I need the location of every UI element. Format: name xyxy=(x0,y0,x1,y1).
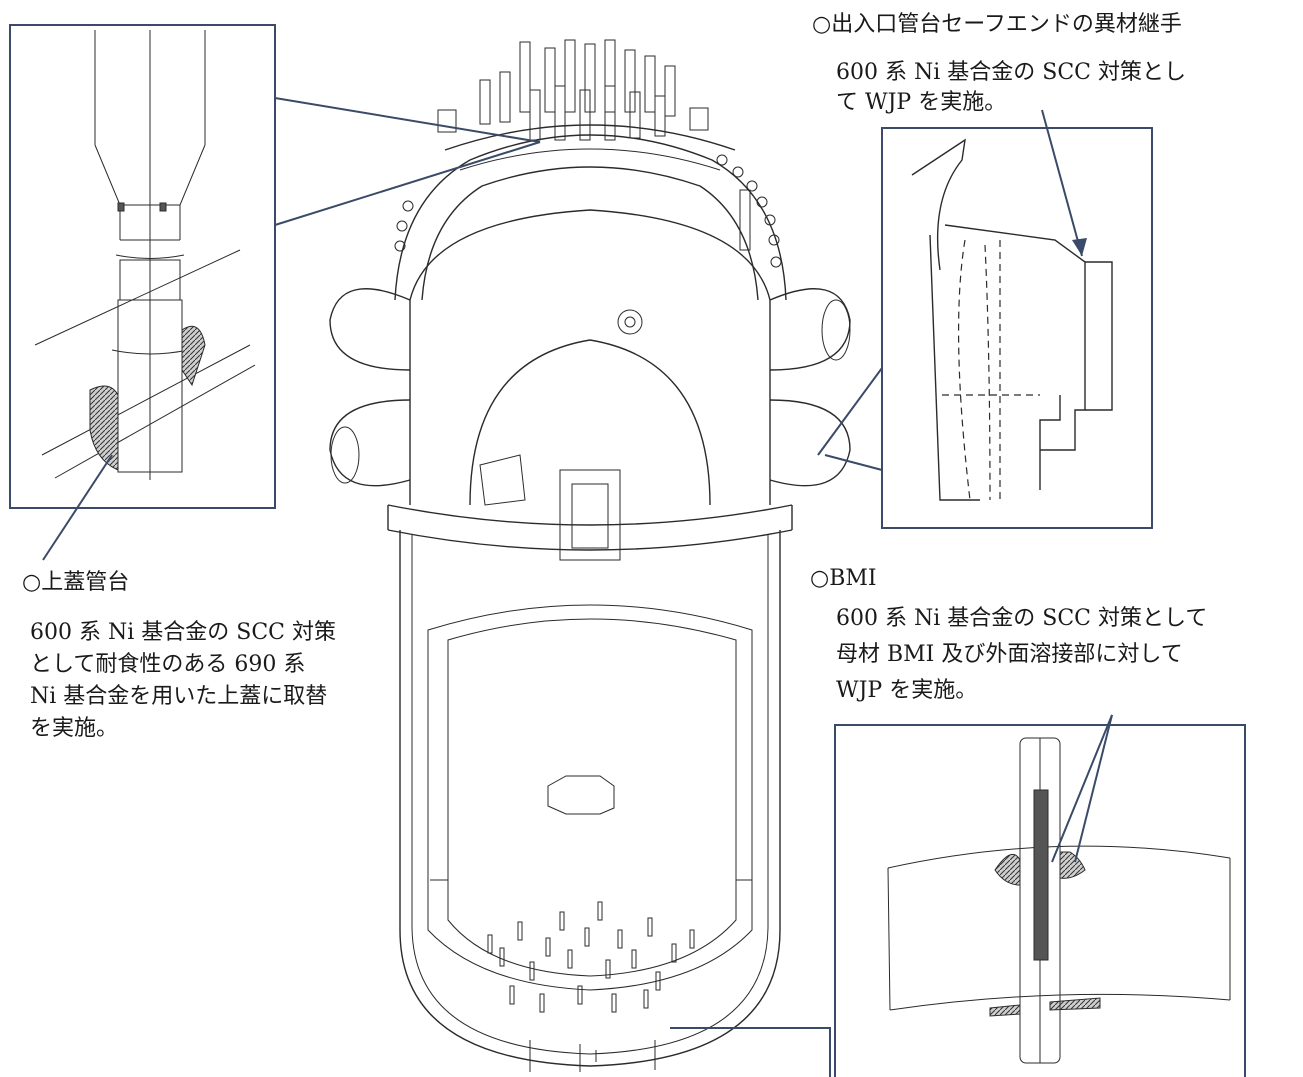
crdm-housings xyxy=(479,39,751,251)
safe-end-text-line-1: 600 系 Ni 基合金の SCC 対策とし xyxy=(836,60,1186,85)
bmi-text-line-3: WJP を実施。 xyxy=(836,678,978,703)
safe-end-detail xyxy=(817,109,1153,529)
safe-end-title: ○出入口管台セーフエンドの異材継手 xyxy=(812,12,1182,37)
safe-end-text-line-2: て WJP を実施。 xyxy=(836,90,1007,115)
bmi-title: ○BMI xyxy=(810,566,877,591)
reactor-vessel xyxy=(329,39,851,1072)
bmi-text-line-1: 600 系 Ni 基合金の SCC 対策として xyxy=(836,606,1208,631)
upper-head-text-line-1: 600 系 Ni 基合金の SCC 対策 xyxy=(30,620,336,645)
upper-head-text-line-2: として耐食性のある 690 系 xyxy=(30,652,306,677)
bmi-penetrations xyxy=(487,901,695,1013)
bmi-detail xyxy=(670,714,1246,1077)
upper-head-text-line-4: を実施。 xyxy=(30,716,119,741)
bmi-text-line-2: 母材 BMI 及び外面溶接部に対して xyxy=(836,642,1183,667)
upper-head-nozzle-detail xyxy=(9,24,541,509)
upper-head-title: ○上蓋管台 xyxy=(22,570,130,595)
upper-head-text-line-3: Ni 基合金を用いた上蓋に取替 xyxy=(30,684,328,709)
